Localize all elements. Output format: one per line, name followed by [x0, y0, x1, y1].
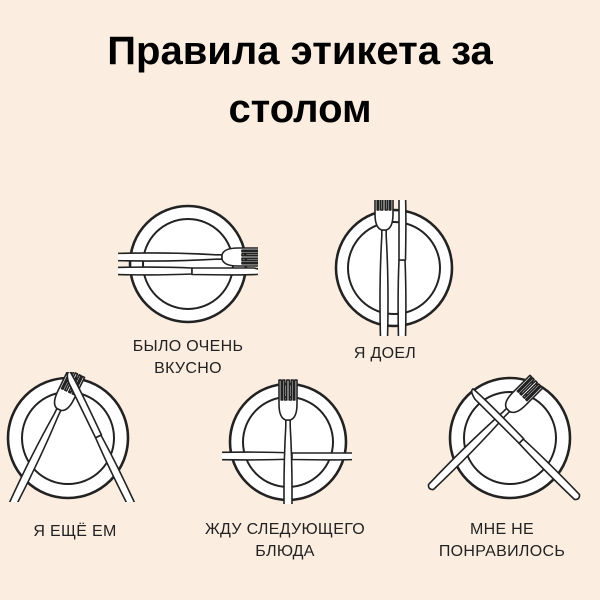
caption-waiting-next: жду следующего блюда — [204, 521, 366, 560]
caption-did-not-like: мне не понравилось — [438, 521, 566, 560]
plate-very-tasty — [118, 204, 258, 324]
page-title: Правила этикета за столом — [0, 22, 600, 138]
plate-still-eating — [1, 372, 139, 502]
plate-finished — [334, 200, 454, 336]
plate-did-not-like — [422, 374, 583, 503]
caption-very-tasty: было очень вкусно — [132, 338, 244, 377]
title-line-2: столом — [228, 87, 372, 131]
plate-waiting-next — [222, 379, 352, 504]
title-line-1: Правила этикета за — [107, 29, 493, 73]
caption-finished: я доел — [353, 345, 417, 362]
caption-still-eating: я ещё ем — [33, 523, 117, 540]
knife-icon — [118, 266, 258, 276]
knife-icon — [397, 200, 407, 336]
